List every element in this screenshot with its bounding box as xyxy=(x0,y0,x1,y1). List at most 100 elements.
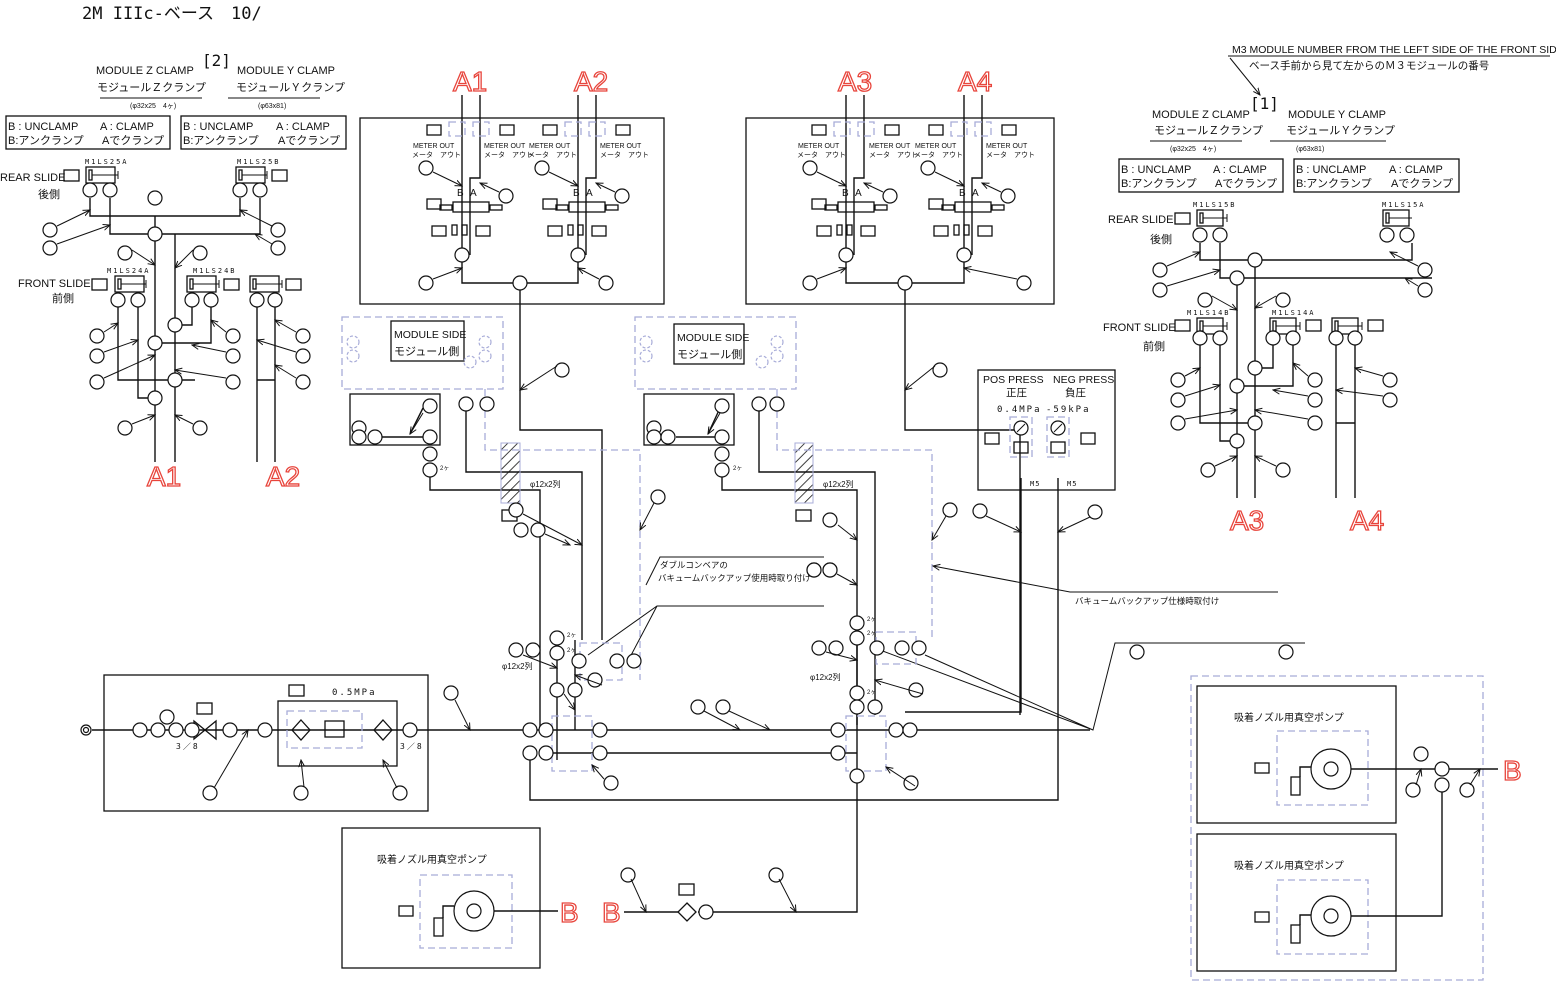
fitting-circle xyxy=(512,275,528,291)
inlet-size-label: 3／8 xyxy=(176,742,200,751)
fitting-circle xyxy=(1278,644,1294,660)
leader-arrow xyxy=(275,320,297,333)
cylinder-label: M1LS15B xyxy=(1193,201,1237,209)
fitting-circle xyxy=(402,722,418,738)
pipe-spec-label: φ12x2列 xyxy=(530,479,561,489)
fitting-circle xyxy=(422,446,438,462)
leader-arrow xyxy=(728,710,770,730)
fitting-circle xyxy=(1265,330,1281,346)
fitting-circle xyxy=(714,446,730,462)
fitting-circle xyxy=(592,722,608,738)
leader-arrow xyxy=(592,765,605,780)
vacuum-filter-icon xyxy=(677,902,697,922)
tag-box xyxy=(811,198,827,210)
group-index-label: [1] xyxy=(1250,94,1279,113)
fitting-circle xyxy=(522,722,538,738)
connector-b-label: B xyxy=(560,897,579,928)
fitting-circle xyxy=(1087,504,1103,520)
meter-out-label: METER OUT xyxy=(869,143,911,150)
fitting-circle xyxy=(252,182,268,198)
leader-arrow xyxy=(1184,385,1220,397)
fitting-circle xyxy=(620,867,636,883)
fitting-circle xyxy=(1417,282,1433,298)
leader-arrow xyxy=(544,533,570,545)
tag-box xyxy=(288,684,305,697)
leader-arrow xyxy=(103,323,118,333)
main-manifold: φ12x2列 φ12x2列 2ヶ 2ヶ 2ヶ 2ヶ 2ヶ xyxy=(92,617,1090,913)
meter-out-label: METER OUT xyxy=(986,143,1028,150)
leader-arrow xyxy=(934,171,964,186)
tag-box xyxy=(984,432,1000,445)
filter-icon xyxy=(291,719,311,741)
port-labels: A1 A2 A3 A4 A1 A2 A3 A4 xyxy=(146,65,1385,536)
leader-arrow xyxy=(816,171,846,186)
fitting-circle xyxy=(167,317,183,333)
tag-box xyxy=(884,124,900,136)
fitting-circle xyxy=(715,699,731,715)
vacuum-pump-label: 吸着ノズル用真空ポンプ xyxy=(1234,859,1344,872)
leader-arrow xyxy=(825,651,857,660)
fitting-circle xyxy=(203,292,219,308)
port-b-label: B xyxy=(573,188,580,199)
meter-out-label: METER OUT xyxy=(915,143,957,150)
silencer-icon xyxy=(577,224,584,236)
speed-controller-icon xyxy=(564,121,582,137)
solenoid-coil-icon xyxy=(489,204,503,211)
connector-b-label: B xyxy=(1503,755,1522,786)
fitting-circle xyxy=(270,240,286,256)
solenoid-coil-icon xyxy=(874,204,888,211)
clamp-output-a3: A3 xyxy=(1230,505,1264,536)
tag-box xyxy=(431,225,447,237)
qty-label: 2ヶ xyxy=(867,631,876,637)
leader-arrow xyxy=(836,573,857,585)
valve-bank-1 xyxy=(359,95,665,640)
fitting-circle xyxy=(902,722,918,738)
leader-arrow xyxy=(575,675,603,686)
fitting-circle xyxy=(1347,330,1363,346)
fitting-circle xyxy=(626,653,642,669)
fitting-circle xyxy=(257,722,273,738)
pos-press-label-jp: 正圧 xyxy=(1006,387,1028,399)
module-port-ghost xyxy=(346,335,360,349)
leader-arrow xyxy=(175,415,194,425)
leader-arrow xyxy=(480,183,500,193)
rear-slide-label-jp: 後側 xyxy=(38,187,60,201)
leader-arrow xyxy=(240,210,273,227)
y-clamp-title-jp: モジュールＹクランプ xyxy=(236,81,345,94)
fitting-circle xyxy=(894,640,910,656)
leader-arrow xyxy=(640,502,655,530)
connector-b-label: B xyxy=(602,897,621,928)
solenoid-coil-icon xyxy=(824,204,838,211)
module-port-ghost xyxy=(770,335,784,349)
silencer-icon xyxy=(433,917,444,937)
note-line: ダブルコンベアの xyxy=(660,560,728,570)
legend-a-en: A : CLAMP xyxy=(1213,164,1267,176)
leader-arrow xyxy=(1355,368,1384,377)
fitting-circle xyxy=(422,462,438,478)
fitting-circle xyxy=(538,745,554,761)
pipe-spec-label: φ12x2列 xyxy=(823,479,854,489)
meter-out-label-jp: メータ アウト xyxy=(797,150,846,159)
tag-box xyxy=(285,278,302,291)
group-index-label: [2] xyxy=(202,51,231,70)
cylinder-symbol xyxy=(1196,209,1228,227)
port-label-a1: A1 xyxy=(453,66,487,97)
m3-note-en: M3 MODULE NUMBER FROM THE LEFT SIDE OF T… xyxy=(1232,44,1556,56)
z-clamp-title-jp: モジュールＺクランプ xyxy=(97,81,206,94)
pos-press-value: 0.4MPa xyxy=(997,405,1042,415)
port-b-label: B xyxy=(842,188,849,199)
fitting-circle xyxy=(942,502,958,518)
vacuum-pump-bottom: 吸着ノズル用真空ポンプ B xyxy=(341,827,579,969)
fitting-circle xyxy=(159,709,175,725)
legend-b-en: B : UNCLAMP xyxy=(1296,164,1366,176)
fitting-circle xyxy=(270,222,286,238)
fitting-circle xyxy=(1417,262,1433,278)
fitting-circle xyxy=(130,292,146,308)
leader-arrow xyxy=(175,370,227,379)
z-clamp-spec: (φ32x25 4ヶ) xyxy=(130,103,176,110)
solenoid-valve-icon xyxy=(837,201,875,213)
y-clamp-title-jp: モジュールＹクランプ xyxy=(1286,124,1395,137)
leader-arrow xyxy=(56,225,110,245)
module-side-label-en: MODULE SIDE xyxy=(677,332,749,344)
fitting-circle xyxy=(1285,330,1301,346)
